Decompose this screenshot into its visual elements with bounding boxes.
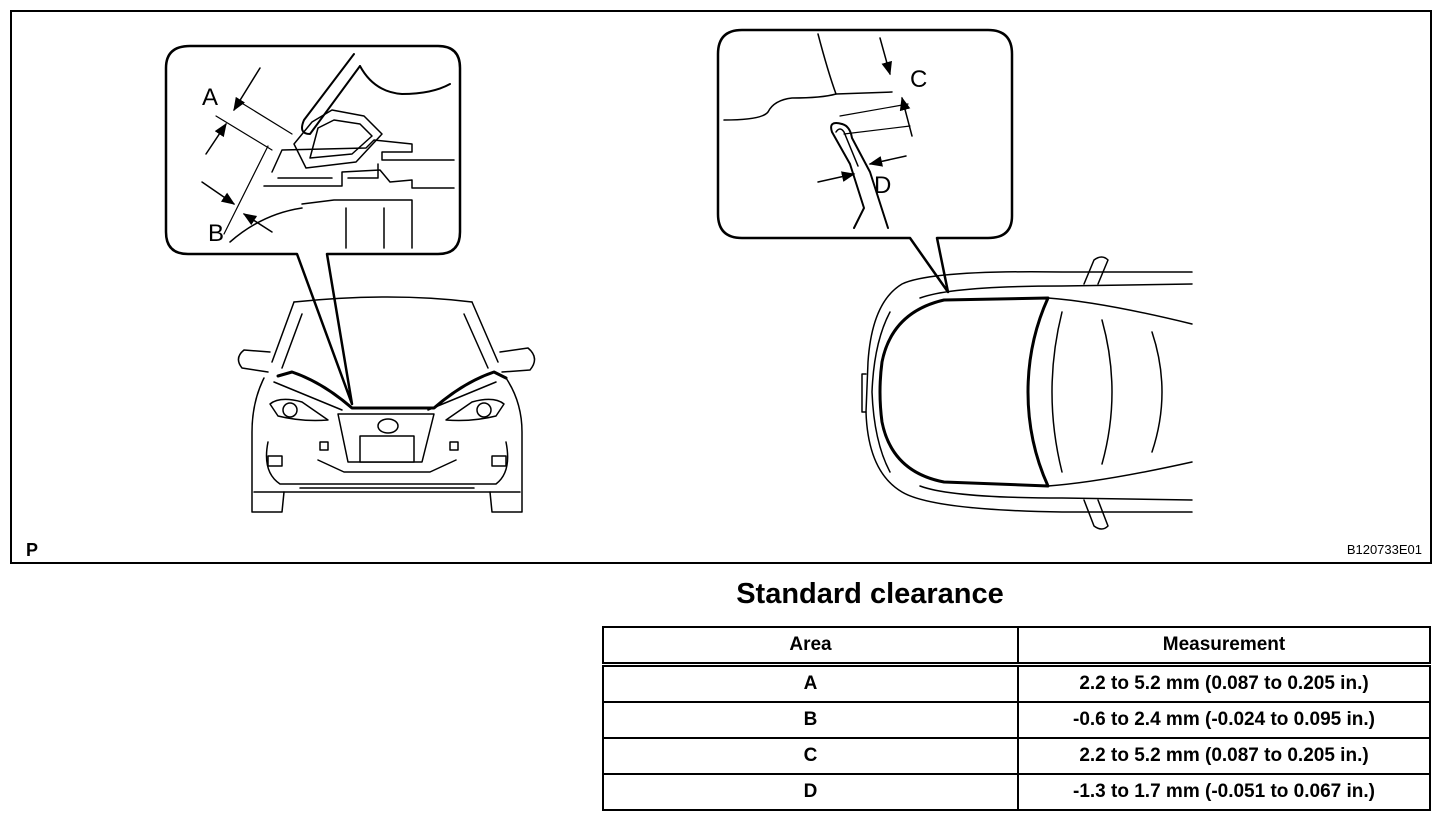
callout-label-a: A xyxy=(202,84,219,111)
callout-bubble-left xyxy=(164,44,462,406)
car-front-view xyxy=(237,296,536,513)
row-area: D xyxy=(602,773,1019,811)
dimension-arrow-b-right xyxy=(242,213,273,233)
table-row: A 2.2 to 5.2 mm (0.087 to 0.205 in.) xyxy=(602,663,1431,703)
callout-bubble-right xyxy=(716,28,1014,294)
dimension-arrow-b-left xyxy=(201,181,236,205)
callout-label-c: C xyxy=(910,66,928,93)
callout-label-b: B xyxy=(208,220,225,247)
dimension-arrow-a-bottom xyxy=(205,122,227,155)
hood-clearance-illustration xyxy=(164,28,1193,530)
row-measurement: -0.6 to 2.4 mm (-0.024 to 0.095 in.) xyxy=(1017,701,1431,739)
header-measurement: Measurement xyxy=(1017,626,1431,667)
row-area: C xyxy=(602,737,1019,775)
header-area: Area xyxy=(602,626,1019,667)
row-measurement: 2.2 to 5.2 mm (0.087 to 0.205 in.) xyxy=(1017,663,1431,703)
table-title: Standard clearance xyxy=(736,578,1004,610)
figure-code: B120733E01 xyxy=(1346,542,1422,557)
row-measurement: -1.3 to 1.7 mm (-0.051 to 0.067 in.) xyxy=(1017,773,1431,811)
dimension-arrow-c-top xyxy=(879,37,892,76)
row-area: A xyxy=(602,663,1019,703)
row-measurement: 2.2 to 5.2 mm (0.087 to 0.205 in.) xyxy=(1017,737,1431,775)
diagram-frame: A B C D P B120733E01 xyxy=(10,10,1432,564)
table-row: C 2.2 to 5.2 mm (0.087 to 0.205 in.) xyxy=(602,737,1431,775)
car-top-view xyxy=(861,256,1193,530)
table-header-row: Area Measurement xyxy=(602,626,1431,667)
table-row: D -1.3 to 1.7 mm (-0.051 to 0.067 in.) xyxy=(602,773,1431,811)
dimension-arrow-d-right xyxy=(868,155,907,167)
dimension-arrow-a-top xyxy=(233,67,261,112)
table-row: B -0.6 to 2.4 mm (-0.024 to 0.095 in.) xyxy=(602,701,1431,739)
figure-letter-p: P xyxy=(26,540,39,560)
row-area: B xyxy=(602,701,1019,739)
dimension-arrow-d-left xyxy=(817,171,856,183)
callout-label-d: D xyxy=(874,172,892,199)
clearance-table: Area Measurement A 2.2 to 5.2 mm (0.087 … xyxy=(602,626,1431,811)
dimension-arrow-c-bottom xyxy=(899,96,913,137)
